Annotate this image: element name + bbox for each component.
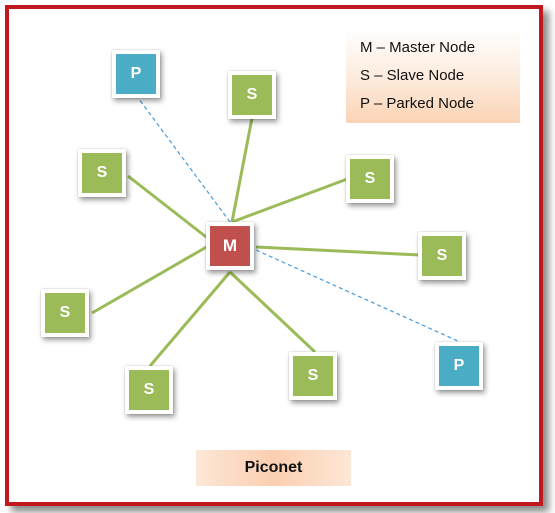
link-master-slave-5 xyxy=(91,243,211,315)
slave-node-6: S xyxy=(125,366,173,414)
slave-node-4: S xyxy=(78,149,126,197)
slave-node-7: S xyxy=(289,352,337,400)
link-master-parked-2 xyxy=(255,249,461,343)
slave-node-3: S xyxy=(418,232,466,280)
master-node: M xyxy=(206,222,254,270)
slave-node-2: S xyxy=(346,155,394,203)
parked-node-bottom-right: P xyxy=(435,342,483,390)
link-master-parked-1 xyxy=(135,94,231,223)
diagram-caption: Piconet xyxy=(196,450,351,486)
legend-parked: P – Parked Node xyxy=(360,95,474,112)
legend: M – Master Node S – Slave Node P – Parke… xyxy=(346,28,520,123)
link-master-slave-7 xyxy=(228,270,317,354)
legend-slave: S – Slave Node xyxy=(360,67,465,84)
slave-node-1: S xyxy=(228,71,276,119)
parked-node-top-left: P xyxy=(112,50,160,98)
link-master-slave-1 xyxy=(230,117,254,223)
legend-master: M – Master Node xyxy=(360,39,476,56)
link-master-slave-4 xyxy=(127,174,211,242)
link-master-slave-2 xyxy=(231,176,351,224)
link-master-slave-3 xyxy=(255,245,421,257)
slave-node-5: S xyxy=(41,289,89,337)
link-master-slave-6 xyxy=(148,271,232,367)
